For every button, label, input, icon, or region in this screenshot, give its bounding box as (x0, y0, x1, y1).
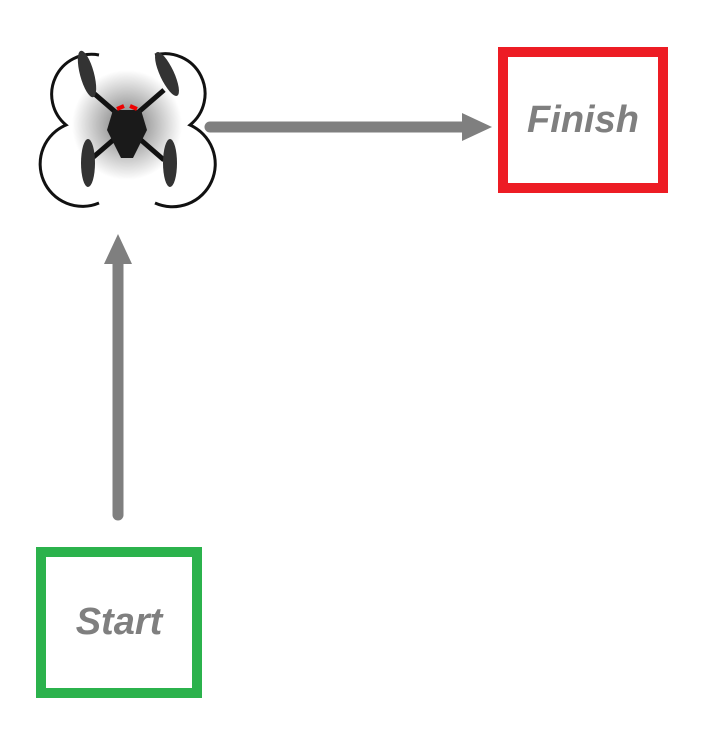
drone-icon (38, 50, 217, 209)
arrow-to-finish (204, 113, 492, 141)
finish-label: Finish (527, 98, 639, 141)
start-box: Start (36, 547, 202, 698)
finish-box: Finish (498, 47, 668, 193)
arrow-from-start (104, 234, 132, 521)
start-label: Start (75, 601, 163, 643)
